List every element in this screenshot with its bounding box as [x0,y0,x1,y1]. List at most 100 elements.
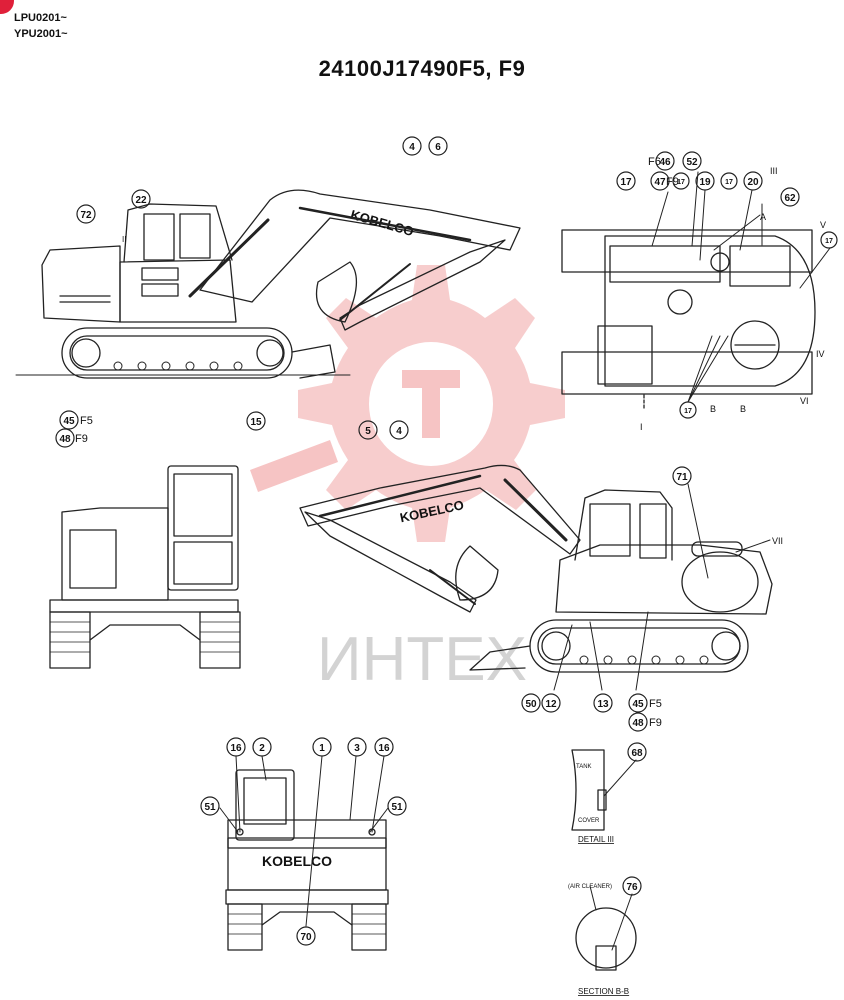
front-view [49,465,241,669]
callout-46: 46 [655,151,675,171]
svg-text:1: 1 [319,743,325,754]
svg-text:5: 5 [365,426,371,437]
callout-17-top-a: 17 [616,171,636,191]
svg-text:47: 47 [654,177,666,188]
callout-68: 68 [627,742,647,762]
callout-16-left: 16 [226,737,246,757]
svg-text:17: 17 [825,238,833,245]
svg-text:17: 17 [684,408,692,415]
callout-5: 5 [358,420,378,440]
svg-text:4: 4 [396,426,402,437]
top-text-a: A [760,212,766,222]
side-right-text-vii: VII [772,536,783,546]
svg-text:51: 51 [204,802,216,813]
callout-6: 6 [428,136,448,156]
top-text-b2: B [740,404,746,414]
svg-text:19: 19 [699,177,711,188]
callout-20: 20 [743,171,763,191]
watermark: ИНТЕХ [250,265,565,694]
callout-12: 12 [541,693,561,713]
svg-text:16: 16 [230,743,242,754]
top-text-vi: VI [800,396,809,406]
svg-text:20: 20 [747,177,759,188]
left-text-f5: F5 [80,415,93,427]
serial-range-1: LPU0201~ [14,12,67,24]
section-text-air-cleaner: (AIR CLEANER) [568,884,612,890]
callout-19: 19 [695,171,715,191]
brand-decal-rear: KOBELCO [262,853,332,869]
callout-72: 72 [76,204,96,224]
detail-iii: TANK COVER DETAIL III [571,749,637,844]
svg-text:68: 68 [631,748,643,759]
svg-text:71: 71 [676,472,688,483]
callout-17-top-b: 17 [672,172,690,190]
callout-71: 71 [672,466,692,486]
top-text-iii: III [770,166,778,176]
svg-text:6: 6 [435,142,441,153]
callout-52: 52 [682,151,702,171]
rear-view: KOBELCO [219,755,389,951]
top-text-v: V [820,220,826,230]
callout-17-top-c: 17 [720,172,738,190]
svg-text:2: 2 [259,743,265,754]
svg-text:22: 22 [135,195,147,206]
svg-text:12: 12 [545,699,557,710]
svg-text:17: 17 [677,179,685,186]
callout-51-left: 51 [200,796,220,816]
detail-text-tank: TANK [576,764,592,770]
detail-iii-caption: DETAIL III [578,835,614,844]
detail-text-cover: COVER [578,818,600,824]
top-text-b1: B [710,404,716,414]
svg-text:16: 16 [378,743,390,754]
left-text-ii: II [122,235,126,244]
serial-range-2: YPU2001~ [14,28,68,40]
callout-3: 3 [347,737,367,757]
top-text-f6: F6 [648,156,661,168]
svg-text:17: 17 [620,177,632,188]
page-title: 24100J17490F5, F9 [318,56,526,81]
callout-4-right: 4 [389,420,409,440]
svg-text:51: 51 [391,802,403,813]
callout-1: 1 [312,737,332,757]
callout-45-left: 45 [59,410,79,430]
right-text-f5: F5 [649,698,662,710]
callout-47: 47 [650,171,670,191]
callout-51-right: 51 [387,796,407,816]
right-text-f9: F9 [649,717,662,729]
watermark-text: ИНТЕХ [317,625,527,694]
svg-text:48: 48 [59,434,71,445]
callout-50: 50 [521,693,541,713]
svg-text:72: 72 [80,210,92,221]
section-bb-caption: SECTION B-B [578,987,629,996]
callout-layer: 72 22 4 6 45 48 15 F5 F9 II 46 52 17 47 … [55,136,838,946]
svg-text:45: 45 [632,699,644,710]
svg-text:46: 46 [659,157,671,168]
callout-16-right: 16 [374,737,394,757]
svg-text:70: 70 [300,932,312,943]
callout-17-top-e: 17 [679,401,697,419]
svg-text:17: 17 [725,179,733,186]
svg-text:45: 45 [63,416,75,427]
section-bb: (AIR CLEANER) SECTION B-B [568,884,637,996]
callout-22: 22 [131,189,151,209]
callout-70: 70 [296,926,316,946]
svg-text:52: 52 [686,157,698,168]
callout-4-left: 4 [402,136,422,156]
callout-48-left: 48 [55,428,75,448]
callout-48-right: 48 [628,712,648,732]
callout-62: 62 [780,187,800,207]
top-view: F6 F9 III V IV VI B B I A [561,156,831,432]
svg-text:13: 13 [597,699,609,710]
svg-text:62: 62 [784,193,796,204]
callout-17-top-d: 17 [820,231,838,249]
svg-text:4: 4 [409,142,415,153]
svg-text:76: 76 [626,882,638,893]
top-text-i: I [640,422,643,432]
svg-text:50: 50 [525,699,537,710]
callout-15: 15 [246,411,266,431]
callout-2: 2 [252,737,272,757]
callout-13: 13 [593,693,613,713]
callout-76: 76 [622,876,642,896]
